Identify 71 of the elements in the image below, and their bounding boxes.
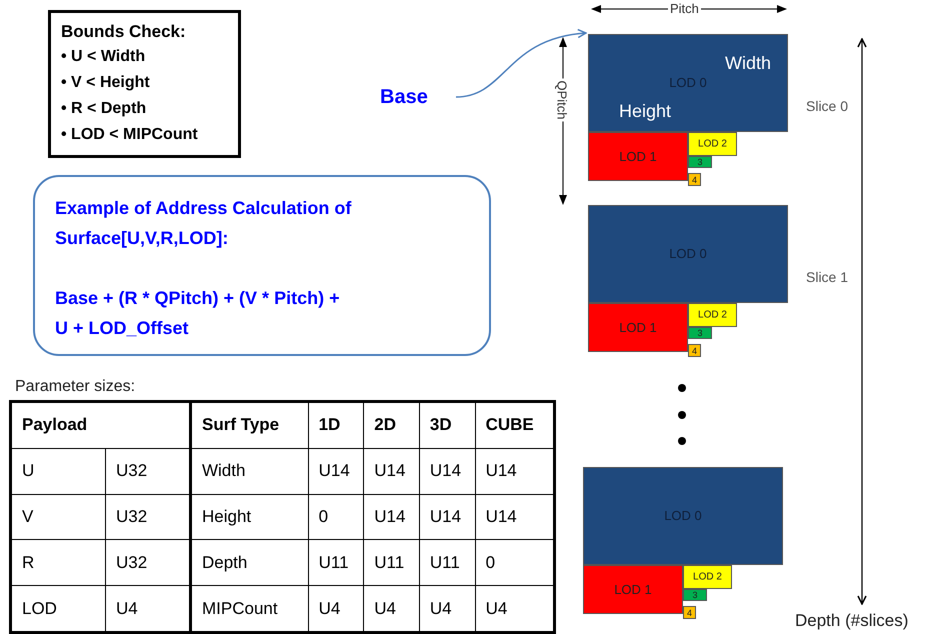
- table-cell: 3D: [419, 402, 476, 448]
- table-cell: U14: [308, 448, 364, 494]
- lod-block: [688, 132, 737, 156]
- list-item: • V < Height: [61, 73, 151, 93]
- table-cell: Depth: [190, 540, 308, 586]
- table-cell: V: [10, 494, 106, 540]
- block-label: 4: [686, 608, 693, 618]
- table-cell: Height: [190, 494, 308, 540]
- lod-block: [688, 303, 737, 327]
- table-cell: 2D: [364, 402, 420, 448]
- axis-label: Height: [619, 101, 672, 121]
- box-heading: Example of Address Calculation of Surface[U,V,R,LOD]:: [55, 197, 352, 250]
- box-heading: Bounds Check:: [61, 21, 187, 43]
- lod-block: [588, 34, 788, 132]
- table-cell: U32: [105, 494, 190, 540]
- table-cell: Surf Type: [190, 402, 308, 448]
- table-cell: U: [10, 448, 106, 494]
- block-label: LOD 0: [668, 247, 708, 261]
- table-cell: R: [10, 540, 106, 586]
- block-label: 3: [696, 328, 704, 338]
- connector-arrow: [456, 29, 587, 98]
- table-cell: U32: [105, 540, 190, 586]
- bounds-check-box: [48, 10, 241, 158]
- block-label: LOD 2: [697, 138, 728, 150]
- lod-block: [688, 156, 712, 168]
- formula-box: [33, 175, 491, 356]
- table-cell: U11: [364, 540, 420, 586]
- block-label: 3: [696, 157, 704, 167]
- axis-label: Width: [724, 53, 771, 73]
- lod-block: [688, 173, 701, 186]
- block-label: LOD 2: [692, 572, 723, 582]
- lod-block: [588, 303, 688, 352]
- lod-block: [683, 565, 732, 589]
- slice-label: Slice 1: [806, 269, 848, 285]
- lod-block: [683, 589, 707, 601]
- table-cell: U11: [419, 540, 476, 586]
- lod-block: [588, 132, 688, 181]
- lod-block: [588, 205, 788, 303]
- block-label: 3: [691, 590, 698, 600]
- table-cell: 1D: [308, 402, 364, 448]
- slice-label: Slice 0: [806, 98, 848, 114]
- lod-block: [688, 344, 701, 357]
- table-cell: 0: [308, 494, 364, 540]
- block-label: LOD 1: [618, 150, 658, 164]
- table-cell: U14: [364, 448, 420, 494]
- table-cell: U14: [364, 494, 420, 540]
- table-caption: Parameter sizes:: [15, 377, 136, 397]
- table-cell: U14: [419, 448, 476, 494]
- block-label: 4: [690, 174, 698, 184]
- axis-label: Depth (#slices): [795, 610, 908, 632]
- table-cell: U11: [308, 540, 364, 586]
- dimension-label: QPitch: [554, 78, 570, 122]
- lod-block: [683, 606, 696, 619]
- block-label: LOD 2: [697, 310, 728, 320]
- lod-block: [583, 565, 683, 614]
- base-label: Base: [380, 85, 428, 110]
- lod-block: [688, 327, 712, 339]
- table-cell: U14: [419, 494, 476, 540]
- block-label: LOD 0: [668, 75, 708, 90]
- block-label: 4: [690, 346, 698, 356]
- list-item: • R < Depth: [61, 99, 148, 119]
- lod-block: [583, 467, 783, 565]
- table-cell: Width: [190, 448, 308, 494]
- table-cell: Payload: [10, 402, 190, 448]
- table-cell: U32: [105, 448, 190, 494]
- block-label: LOD 1: [618, 320, 658, 334]
- formula-text: Base + (R * QPitch) + (V * Pitch) + U + LOD_Offset: [55, 287, 341, 340]
- block-label: LOD 0: [663, 509, 703, 523]
- block-label: LOD 1: [613, 582, 653, 596]
- list-item: • U < Width: [61, 47, 146, 67]
- list-item: • LOD < MIPCount: [61, 125, 199, 145]
